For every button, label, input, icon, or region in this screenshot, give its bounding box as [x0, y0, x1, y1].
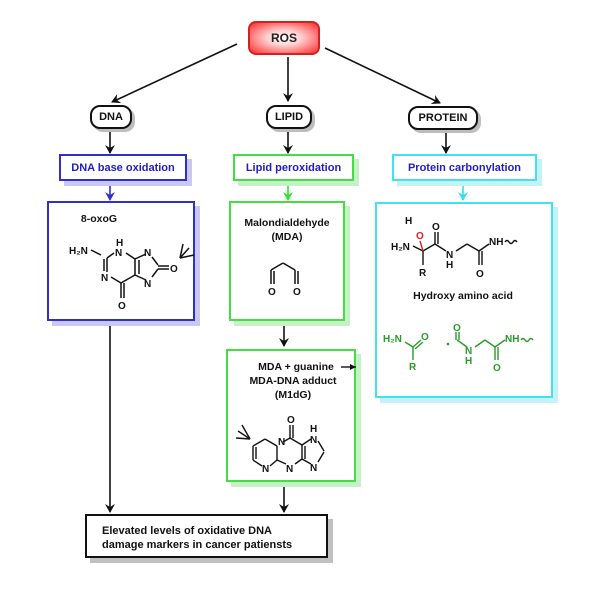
ros-label: ROS	[270, 31, 297, 45]
svg-text:N: N	[446, 250, 453, 261]
svg-text:N: N	[310, 463, 317, 474]
svg-text:R: R	[409, 362, 417, 373]
svg-text:NH: NH	[489, 237, 503, 248]
outcome-line1: Elevated levels of oxidative DNA	[102, 525, 272, 537]
svg-text:O: O	[170, 264, 178, 275]
svg-text:H₂N: H₂N	[391, 242, 410, 253]
svg-text:N: N	[262, 464, 269, 475]
svg-text:O: O	[432, 222, 440, 233]
m1dg-panel: MDA + guanine MDA-DNA adduct (M1dG)	[226, 349, 356, 482]
oxog-h: H	[116, 238, 123, 249]
svg-text:N: N	[144, 248, 151, 259]
protein-node: PROTEIN	[408, 106, 478, 130]
svg-text:H₂N: H₂N	[383, 334, 402, 345]
m1dg-line3: (M1dG)	[274, 389, 312, 401]
mda-panel: Malondialdehyde (MDA) O O	[229, 201, 345, 321]
svg-text:O: O	[493, 363, 501, 374]
oxog-structure: H₂N H N N N N O O	[69, 238, 195, 312]
carbonylation-products-structure: H₂N O R O N H O NH	[383, 324, 534, 374]
oxog-h2n: H₂N	[69, 246, 88, 257]
svg-text:O: O	[476, 269, 484, 280]
svg-text:O: O	[421, 332, 429, 343]
m1dg-line2: MDA-DNA adduct	[249, 375, 337, 387]
svg-text:O: O	[268, 287, 276, 298]
svg-text:N: N	[286, 464, 293, 475]
svg-text:N: N	[278, 437, 285, 448]
ros-node: ROS	[248, 21, 320, 55]
protein-carbonylation-label: Protein carbonylation	[407, 161, 522, 174]
m1dg-structure: O H N N N N N	[235, 364, 356, 475]
lipid-label: LIPID	[274, 111, 304, 123]
svg-text:N: N	[310, 435, 317, 446]
arrow-ros-to-dna	[111, 43, 238, 104]
dna-label: DNA	[99, 111, 123, 123]
svg-text:H: H	[310, 424, 317, 435]
svg-text:O: O	[287, 415, 295, 426]
protein-panel: H O H₂N O N H O NH R Hydroxy amino acid …	[375, 202, 553, 398]
svg-text:N: N	[101, 273, 108, 284]
mda-structure: O O	[268, 262, 301, 298]
hydroxy-amino-acid-caption: Hydroxy amino acid	[413, 290, 513, 302]
mda-title-line2: (MDA)	[271, 231, 303, 243]
dna-base-oxidation-box: DNA base oxidation	[59, 154, 187, 181]
svg-text:R: R	[419, 268, 427, 279]
oxog-panel: 8-oxoG H₂N H N	[47, 201, 195, 321]
m1dg-line1: MDA + guanine	[258, 361, 334, 373]
arrow-ros-to-protein	[324, 47, 441, 105]
svg-text:O: O	[293, 287, 301, 298]
hydroxyl-h: H	[405, 216, 412, 227]
mda-title-line1: Malondialdehyde	[244, 217, 330, 229]
svg-text:N: N	[144, 279, 151, 290]
svg-text:NH: NH	[505, 334, 519, 345]
svg-text:H: H	[446, 260, 453, 271]
dna-base-oxidation-label: DNA base oxidation	[71, 161, 175, 174]
lipid-peroxidation-box: Lipid peroxidation	[233, 154, 354, 181]
oxog-title: 8-oxoG	[80, 213, 118, 225]
protein-label: PROTEIN	[418, 112, 468, 124]
hydroxyl-o: O	[416, 231, 424, 242]
svg-text:H: H	[465, 356, 472, 367]
outcome-line2: damage markers in cancer patiensts	[102, 539, 293, 551]
svg-text:O: O	[118, 301, 126, 312]
svg-text:N: N	[465, 346, 472, 357]
hydroxy-amino-acid-structure: H O H₂N O N H O NH R	[391, 216, 518, 280]
svg-text:N: N	[115, 248, 122, 259]
dna-node: DNA	[90, 105, 132, 129]
svg-text:O: O	[453, 324, 461, 334]
protein-carbonylation-box: Protein carbonylation	[392, 154, 537, 181]
lipid-peroxidation-label: Lipid peroxidation	[245, 161, 342, 174]
lipid-node: LIPID	[266, 105, 312, 129]
outcome-box: Elevated levels of oxidative DNA damage …	[85, 514, 328, 558]
